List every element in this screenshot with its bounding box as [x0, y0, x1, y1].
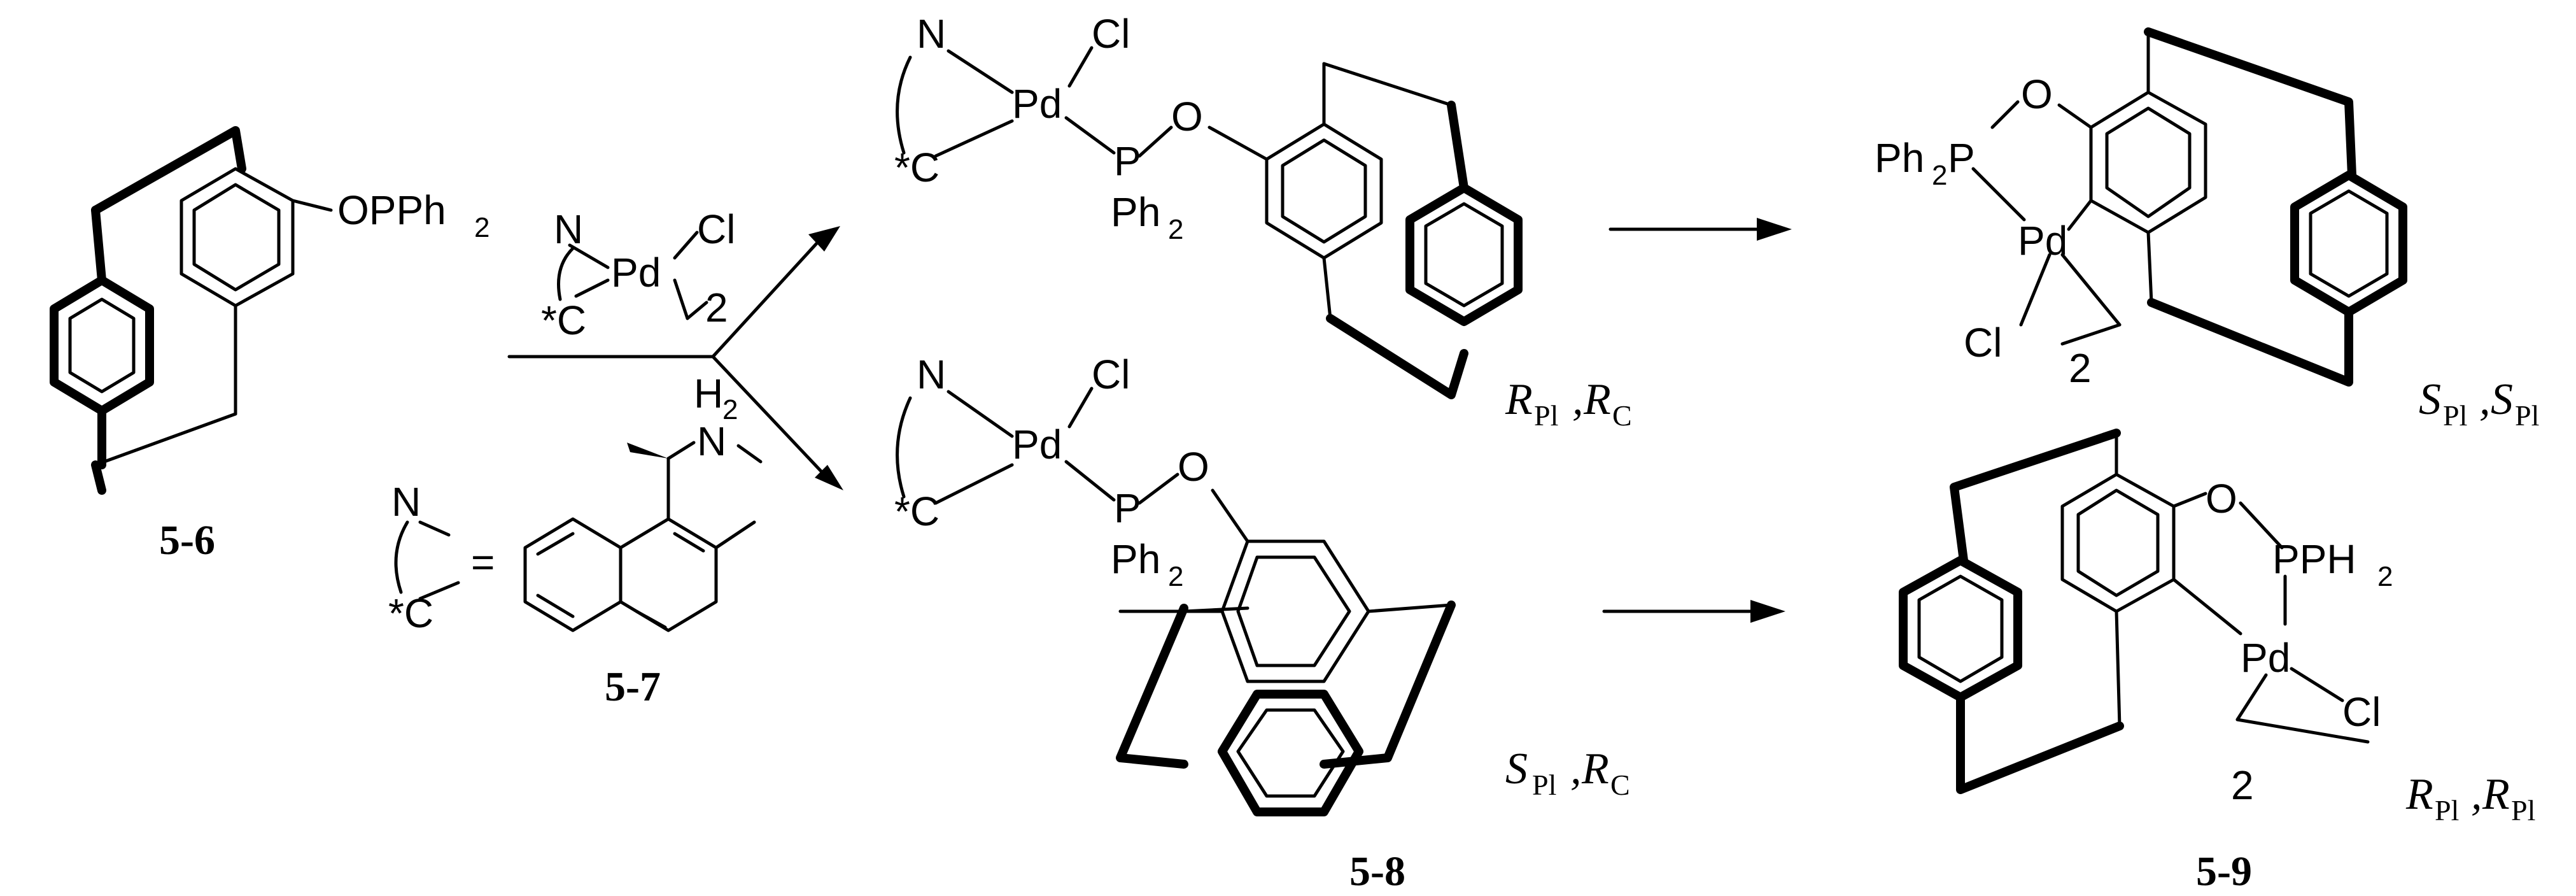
bottom-product-stereo-descriptor: R Pl , R Pl — [2405, 770, 2535, 827]
top-complex-p-label: P — [1114, 138, 1141, 184]
top-product-cl-label: Cl — [1964, 320, 2002, 366]
chiral-ligand-legend — [394, 520, 460, 601]
branching-arrow — [507, 226, 843, 490]
reagent-c-label: *C — [541, 297, 586, 343]
compound-5-6-structure — [50, 126, 333, 495]
bottom-complex-n-label: N — [917, 352, 946, 397]
top-product-structure — [1971, 27, 2407, 387]
compound-5-9-label: 5-9 — [2196, 848, 2252, 895]
svg-text:,: , — [2479, 375, 2491, 424]
reagent-dimer-count: 2 — [705, 285, 728, 331]
top-product-stereo-descriptor: S Pl , S Pl — [2419, 375, 2539, 432]
legend-c-label: *C — [388, 590, 433, 636]
bottom-complex-c-label: *C — [894, 488, 940, 534]
svg-text:R: R — [2405, 770, 2433, 819]
top-product-ph-label: Ph — [1875, 135, 1924, 181]
legend-equals: = — [471, 539, 495, 585]
compound-5-8-label: 5-8 — [1349, 848, 1405, 895]
svg-text:,: , — [2471, 770, 2482, 819]
svg-text:,: , — [1572, 375, 1584, 424]
bottom-complex-stereo-descriptor: S Pl , R C — [1505, 744, 1630, 801]
bottom-complex-pd-label: Pd — [1012, 422, 1062, 467]
compound-5-7-h-label: H — [694, 371, 723, 416]
top-complex-o-label: O — [1171, 94, 1203, 139]
top-complex-structure — [896, 46, 1523, 399]
svg-text:S: S — [2419, 375, 2441, 424]
bottom-complex-ph-subscript: 2 — [1168, 561, 1183, 592]
compound-5-6-substituent: OPPh — [337, 187, 446, 233]
bottom-product-structure — [1899, 429, 2370, 794]
bottom-product-o-label: O — [2206, 476, 2237, 522]
top-complex-stereo-descriptor: R Pl , R C — [1505, 375, 1632, 432]
bottom-product-pph-label: PPH — [2272, 536, 2356, 582]
top-complex-cl-label: Cl — [1092, 11, 1130, 57]
top-product-pd-label: Pd — [2018, 218, 2067, 264]
bottom-product-pph-subscript: 2 — [2377, 561, 2393, 592]
compound-5-6-label: 5-6 — [159, 517, 215, 564]
svg-text:Pl: Pl — [2515, 399, 2539, 432]
reagent-pd-label: Pd — [611, 250, 661, 295]
reagent-palladium-dimer — [557, 231, 708, 320]
top-complex-ph-subscript: 2 — [1168, 214, 1183, 245]
svg-text:Pl: Pl — [2511, 794, 2535, 827]
bottom-complex-structure — [896, 387, 1456, 816]
svg-text:Pl: Pl — [2435, 794, 2459, 827]
svg-text:R: R — [1505, 375, 1533, 424]
reagent-n-label: N — [554, 206, 583, 252]
top-complex-ph-label: Ph — [1111, 189, 1160, 235]
top-complex-c-label: *C — [894, 145, 940, 190]
arrow-to-top-product — [1608, 218, 1792, 241]
bottom-product-dimer-count: 2 — [2231, 762, 2254, 808]
top-complex-pd-label: Pd — [1012, 81, 1062, 127]
svg-text:Pl: Pl — [1534, 399, 1558, 432]
svg-text:R: R — [2482, 770, 2510, 819]
svg-text:C: C — [1612, 399, 1632, 432]
legend-n-label: N — [391, 479, 421, 525]
svg-text:S: S — [1505, 744, 1528, 793]
bottom-product-cl-label: Cl — [2342, 689, 2381, 735]
svg-text:Pl: Pl — [1532, 769, 1556, 801]
svg-text:R: R — [1583, 375, 1611, 424]
compound-5-7-naphthyl-structure — [523, 441, 763, 632]
svg-text:C: C — [1610, 769, 1630, 801]
top-product-dimer-count: 2 — [2069, 345, 2092, 391]
top-product-p-label: P — [1948, 135, 1975, 181]
top-product-o-label: O — [2021, 71, 2053, 117]
top-product-ph-subscript: 2 — [1932, 160, 1947, 191]
reagent-cl-label: Cl — [697, 206, 735, 252]
arrow-to-bottom-product — [1602, 600, 1785, 623]
bottom-complex-o-label: O — [1178, 444, 1209, 490]
svg-text:S: S — [2491, 375, 2513, 424]
svg-text:R: R — [1581, 744, 1609, 793]
bottom-complex-ph-label: Ph — [1111, 536, 1160, 582]
compound-5-7-label: 5-7 — [605, 664, 661, 710]
bottom-complex-p-label: P — [1114, 485, 1141, 531]
compound-5-6-substituent-subscript: 2 — [474, 212, 489, 243]
top-complex-n-label: N — [917, 11, 946, 57]
compound-5-7-n-label: N — [697, 418, 726, 464]
compound-5-7-h-subscript: 2 — [722, 394, 738, 425]
svg-text:Pl: Pl — [2443, 399, 2467, 432]
bottom-product-pd-label: Pd — [2241, 635, 2290, 681]
bottom-complex-cl-label: Cl — [1092, 352, 1130, 397]
svg-text:,: , — [1570, 744, 1582, 793]
